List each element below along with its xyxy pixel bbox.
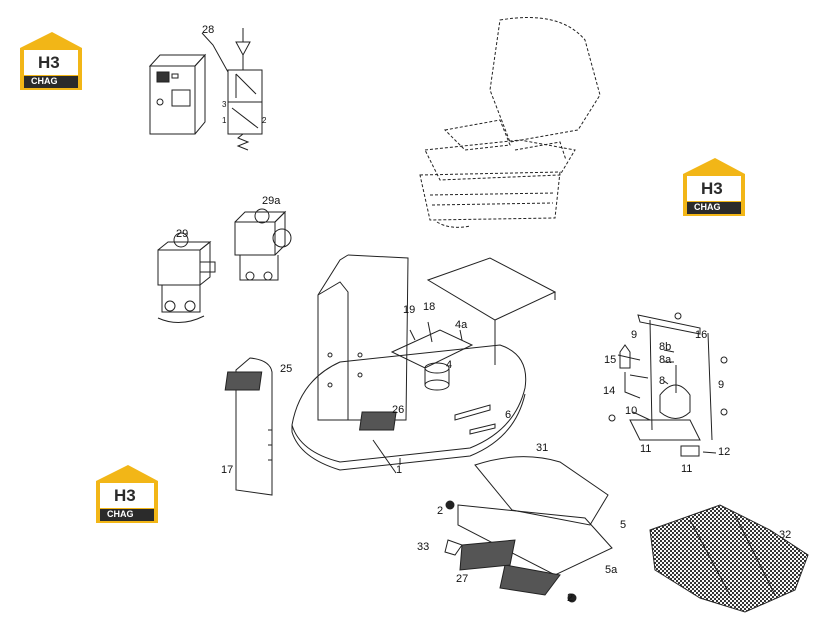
- callout-1: 1: [396, 464, 403, 476]
- logo-text-top: H3: [38, 53, 60, 72]
- callout-28: 28: [202, 24, 215, 36]
- bracket-assembly: [608, 312, 728, 457]
- callout-16: 16: [695, 329, 708, 341]
- valve-port-2: 2: [262, 116, 267, 125]
- callout-29a: 29a: [262, 195, 281, 207]
- callout-4a: 4a: [455, 319, 468, 331]
- callout-2-bottom: 2: [567, 592, 574, 604]
- valve-port-3: 3: [222, 100, 227, 109]
- side-panel-17: [235, 357, 273, 496]
- callout-19: 19: [403, 304, 416, 316]
- callout-9-right: 9: [718, 379, 725, 391]
- callout-15: 15: [604, 354, 617, 366]
- logo-text-bottom: CHAG: [107, 509, 134, 519]
- callout-5a: 5a: [605, 564, 618, 576]
- operator-seat: [419, 17, 601, 228]
- callout-18: 18: [423, 301, 436, 313]
- logo-text-top: H3: [701, 179, 723, 198]
- callout-2-left: 2: [437, 505, 444, 517]
- brand-logo-top-left: [20, 32, 82, 90]
- callout-8: 8: [659, 375, 666, 387]
- logo-text-bottom: CHAG: [31, 76, 58, 86]
- callout-11-lower: 11: [681, 463, 693, 475]
- callout-32: 32: [779, 529, 792, 541]
- callout-17: 17: [221, 464, 234, 476]
- callout-5: 5: [620, 519, 627, 531]
- main-frame-1: [291, 254, 557, 474]
- logo-text-bottom: CHAG: [694, 202, 721, 212]
- valve-block-28: [148, 32, 229, 135]
- callout-4: 4: [446, 359, 453, 371]
- valve-symbol-28: [227, 28, 263, 151]
- logo-text-top: H3: [114, 486, 136, 505]
- callout-10: 10: [625, 405, 638, 417]
- floor-mat-32: [649, 504, 809, 613]
- callout-8a: 8a: [659, 354, 672, 366]
- foot-platform-31-5: [444, 456, 613, 603]
- pedal-pad-25: [224, 371, 263, 391]
- brand-logo-bottom-left: [96, 465, 158, 523]
- valve-port-1: 1: [222, 116, 227, 125]
- callout-29: 29: [176, 228, 189, 240]
- callout-8b: 8b: [659, 341, 672, 353]
- callout-27: 27: [456, 573, 469, 585]
- callout-14: 14: [603, 385, 616, 397]
- callout-33: 33: [417, 541, 430, 553]
- callout-11-upper: 11: [640, 443, 652, 455]
- callout-9-left: 9: [631, 329, 638, 341]
- callout-6: 6: [505, 409, 512, 421]
- solenoid-valve-29: [157, 232, 216, 323]
- callout-26: 26: [392, 404, 405, 416]
- brand-logo-right: [683, 158, 745, 216]
- solenoid-valve-29a: [234, 208, 292, 281]
- callout-12: 12: [718, 446, 731, 458]
- callout-25: 25: [280, 363, 293, 375]
- pedal-pad-26: [358, 411, 397, 431]
- callout-31: 31: [536, 442, 549, 454]
